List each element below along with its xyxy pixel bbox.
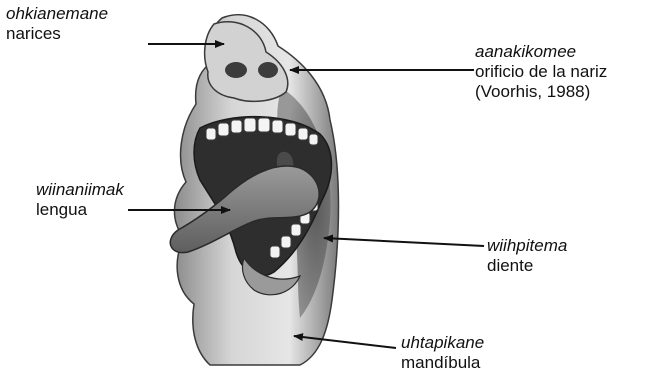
label-tooth-term: wiihpitema bbox=[487, 236, 567, 256]
label-tongue: wiinaniimak lengua bbox=[36, 180, 124, 220]
label-jaw-term: uhtapikane bbox=[401, 333, 484, 353]
label-nostril-hole: aanakikomee orificio de la nariz (Voorhi… bbox=[475, 42, 607, 102]
label-tongue-gloss: lengua bbox=[36, 200, 124, 220]
label-tooth-gloss: diente bbox=[487, 256, 567, 276]
label-tongue-term: wiinaniimak bbox=[36, 180, 124, 200]
label-nostril-hole-citation: (Voorhis, 1988) bbox=[475, 82, 607, 102]
label-nostril-hole-gloss: orificio de la nariz bbox=[475, 62, 607, 82]
label-jaw-gloss: mandíbula bbox=[401, 353, 484, 373]
label-nostril-hole-term: aanakikomee bbox=[475, 42, 607, 62]
label-tooth: wiihpitema diente bbox=[487, 236, 567, 276]
label-nostrils-term: ohkianemane bbox=[6, 4, 108, 24]
label-nostrils: ohkianemane narices bbox=[6, 4, 108, 44]
nostril-left bbox=[225, 62, 247, 78]
nose bbox=[205, 22, 288, 102]
arrow-tooth bbox=[324, 238, 484, 246]
label-jaw: uhtapikane mandíbula bbox=[401, 333, 484, 373]
label-nostrils-gloss: narices bbox=[6, 24, 108, 44]
nostril-right bbox=[258, 62, 278, 78]
